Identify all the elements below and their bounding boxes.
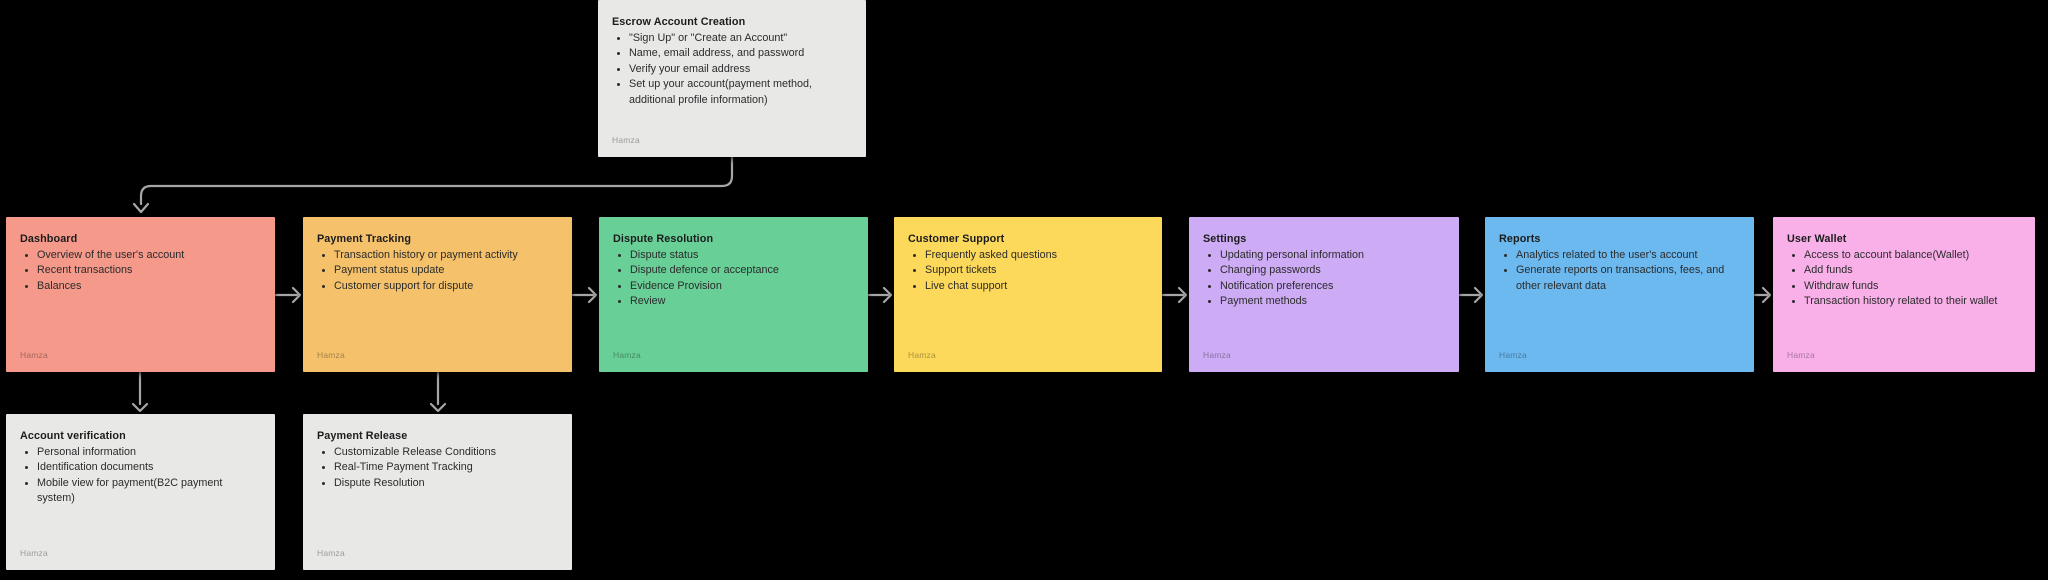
note-bullets: Access to account balance(Wallet)Add fun… xyxy=(1787,248,2021,310)
arrowhead-icon xyxy=(1473,286,1484,304)
bullet-item: Frequently asked questions xyxy=(925,248,1148,264)
note-title: Escrow Account Creation xyxy=(612,16,746,28)
note-title: Dashboard xyxy=(20,233,78,245)
sticky-note-reports[interactable]: Reports Analytics related to the user's … xyxy=(1485,217,1754,372)
sticky-note-dispute-resolution[interactable]: Dispute Resolution Dispute statusDispute… xyxy=(599,217,868,372)
bullet-item: Evidence Provision xyxy=(630,279,854,295)
connector-dashboard-to-payment-tracking[interactable] xyxy=(274,286,302,304)
bullet-item: Balances xyxy=(37,279,261,295)
connector-escrow-to-dashboard[interactable] xyxy=(132,154,734,214)
bullet-item: Add funds xyxy=(1804,263,2021,279)
note-bullets: Customizable Release ConditionsReal-Time… xyxy=(317,445,558,492)
bullet-item: Mobile view for payment(B2C payment syst… xyxy=(37,476,261,507)
sticky-note-dashboard[interactable]: Dashboard Overview of the user's account… xyxy=(6,217,275,372)
connector-customer-support-to-settings[interactable] xyxy=(1161,286,1188,304)
note-title: Reports xyxy=(1499,233,1541,245)
arrowhead-icon xyxy=(132,202,150,214)
bullet-item: Dispute status xyxy=(630,248,854,264)
bullet-item: Withdraw funds xyxy=(1804,279,2021,295)
sticky-note-settings[interactable]: Settings Updating personal informationCh… xyxy=(1189,217,1459,372)
bullet-item: Overview of the user's account xyxy=(37,248,261,264)
note-author-label: Hamza xyxy=(317,548,345,558)
note-bullets: Frequently asked questionsSupport ticket… xyxy=(908,248,1148,295)
connector-payment-tracking-to-payment-release[interactable] xyxy=(429,371,447,413)
arrowhead-icon xyxy=(587,286,598,304)
note-author-label: Hamza xyxy=(908,350,936,360)
connector-reports-to-user-wallet[interactable] xyxy=(1753,286,1772,304)
bullet-item: Dispute defence or acceptance xyxy=(630,263,854,279)
note-author-label: Hamza xyxy=(613,350,641,360)
note-bullets: Analytics related to the user's accountG… xyxy=(1499,248,1740,295)
arrowhead-icon xyxy=(429,402,447,413)
bullet-item: Transaction history or payment activity xyxy=(334,248,558,264)
bullet-item: Real-Time Payment Tracking xyxy=(334,460,558,476)
bullet-item: "Sign Up" or "Create an Account" xyxy=(629,31,852,47)
connector-settings-to-reports[interactable] xyxy=(1458,286,1484,304)
bullet-item: Payment methods xyxy=(1220,294,1445,310)
arrowhead-icon xyxy=(131,402,149,413)
bullet-item: Analytics related to the user's account xyxy=(1516,248,1740,264)
bullet-item: Recent transactions xyxy=(37,263,261,279)
bullet-item: Updating personal information xyxy=(1220,248,1445,264)
bullet-item: Verify your email address xyxy=(629,62,852,78)
connector-dashboard-to-account-verification[interactable] xyxy=(131,371,149,413)
note-author-label: Hamza xyxy=(1787,350,1815,360)
bullet-item: Set up your account(payment method, addi… xyxy=(629,77,852,108)
note-title: User Wallet xyxy=(1787,233,1847,245)
sticky-note-user-wallet[interactable]: User Wallet Access to account balance(Wa… xyxy=(1773,217,2035,372)
note-title: Payment Release xyxy=(317,430,408,442)
note-bullets: Transaction history or payment activityP… xyxy=(317,248,558,295)
note-bullets: Dispute statusDispute defence or accepta… xyxy=(613,248,854,310)
note-bullets: "Sign Up" or "Create an Account"Name, em… xyxy=(612,31,852,109)
arrowhead-icon xyxy=(1177,286,1188,304)
note-bullets: Personal informationIdentification docum… xyxy=(20,445,261,507)
note-bullets: Overview of the user's accountRecent tra… xyxy=(20,248,261,295)
note-author-label: Hamza xyxy=(612,135,640,145)
bullet-item: Personal information xyxy=(37,445,261,461)
note-title: Settings xyxy=(1203,233,1247,245)
sticky-note-payment-release[interactable]: Payment Release Customizable Release Con… xyxy=(303,414,572,570)
bullet-item: Transaction history related to their wal… xyxy=(1804,294,2021,310)
note-title: Customer Support xyxy=(908,233,1005,245)
bullet-item: Changing passwords xyxy=(1220,263,1445,279)
note-author-label: Hamza xyxy=(1203,350,1231,360)
sticky-note-escrow-account-creation[interactable]: Escrow Account Creation "Sign Up" or "Cr… xyxy=(598,0,866,157)
arrowhead-icon xyxy=(291,286,302,304)
note-author-label: Hamza xyxy=(20,548,48,558)
note-author-label: Hamza xyxy=(317,350,345,360)
note-title: Dispute Resolution xyxy=(613,233,714,245)
bullet-item: Generate reports on transactions, fees, … xyxy=(1516,263,1740,294)
bullet-item: Payment status update xyxy=(334,263,558,279)
bullet-item: Dispute Resolution xyxy=(334,476,558,492)
bullet-item: Notification preferences xyxy=(1220,279,1445,295)
note-author-label: Hamza xyxy=(20,350,48,360)
bullet-item: Identification documents xyxy=(37,460,261,476)
bullet-item: Customer support for dispute xyxy=(334,279,558,295)
arrowhead-icon xyxy=(882,286,893,304)
bullet-item: Name, email address, and password xyxy=(629,46,852,62)
note-title: Account verification xyxy=(20,430,126,442)
note-bullets: Updating personal informationChanging pa… xyxy=(1203,248,1445,310)
connector-line xyxy=(139,154,734,206)
bullet-item: Support tickets xyxy=(925,263,1148,279)
connector-dispute-resolution-to-customer-support[interactable] xyxy=(867,286,893,304)
sticky-note-account-verification[interactable]: Account verification Personal informatio… xyxy=(6,414,275,570)
note-title: Payment Tracking xyxy=(317,233,412,245)
connector-payment-tracking-to-dispute-resolution[interactable] xyxy=(571,286,598,304)
bullet-item: Review xyxy=(630,294,854,310)
sticky-note-payment-tracking[interactable]: Payment Tracking Transaction history or … xyxy=(303,217,572,372)
note-author-label: Hamza xyxy=(1499,350,1527,360)
bullet-item: Live chat support xyxy=(925,279,1148,295)
arrowhead-icon xyxy=(1761,286,1772,304)
sticky-note-customer-support[interactable]: Customer Support Frequently asked questi… xyxy=(894,217,1162,372)
bullet-item: Access to account balance(Wallet) xyxy=(1804,248,2021,264)
bullet-item: Customizable Release Conditions xyxy=(334,445,558,461)
